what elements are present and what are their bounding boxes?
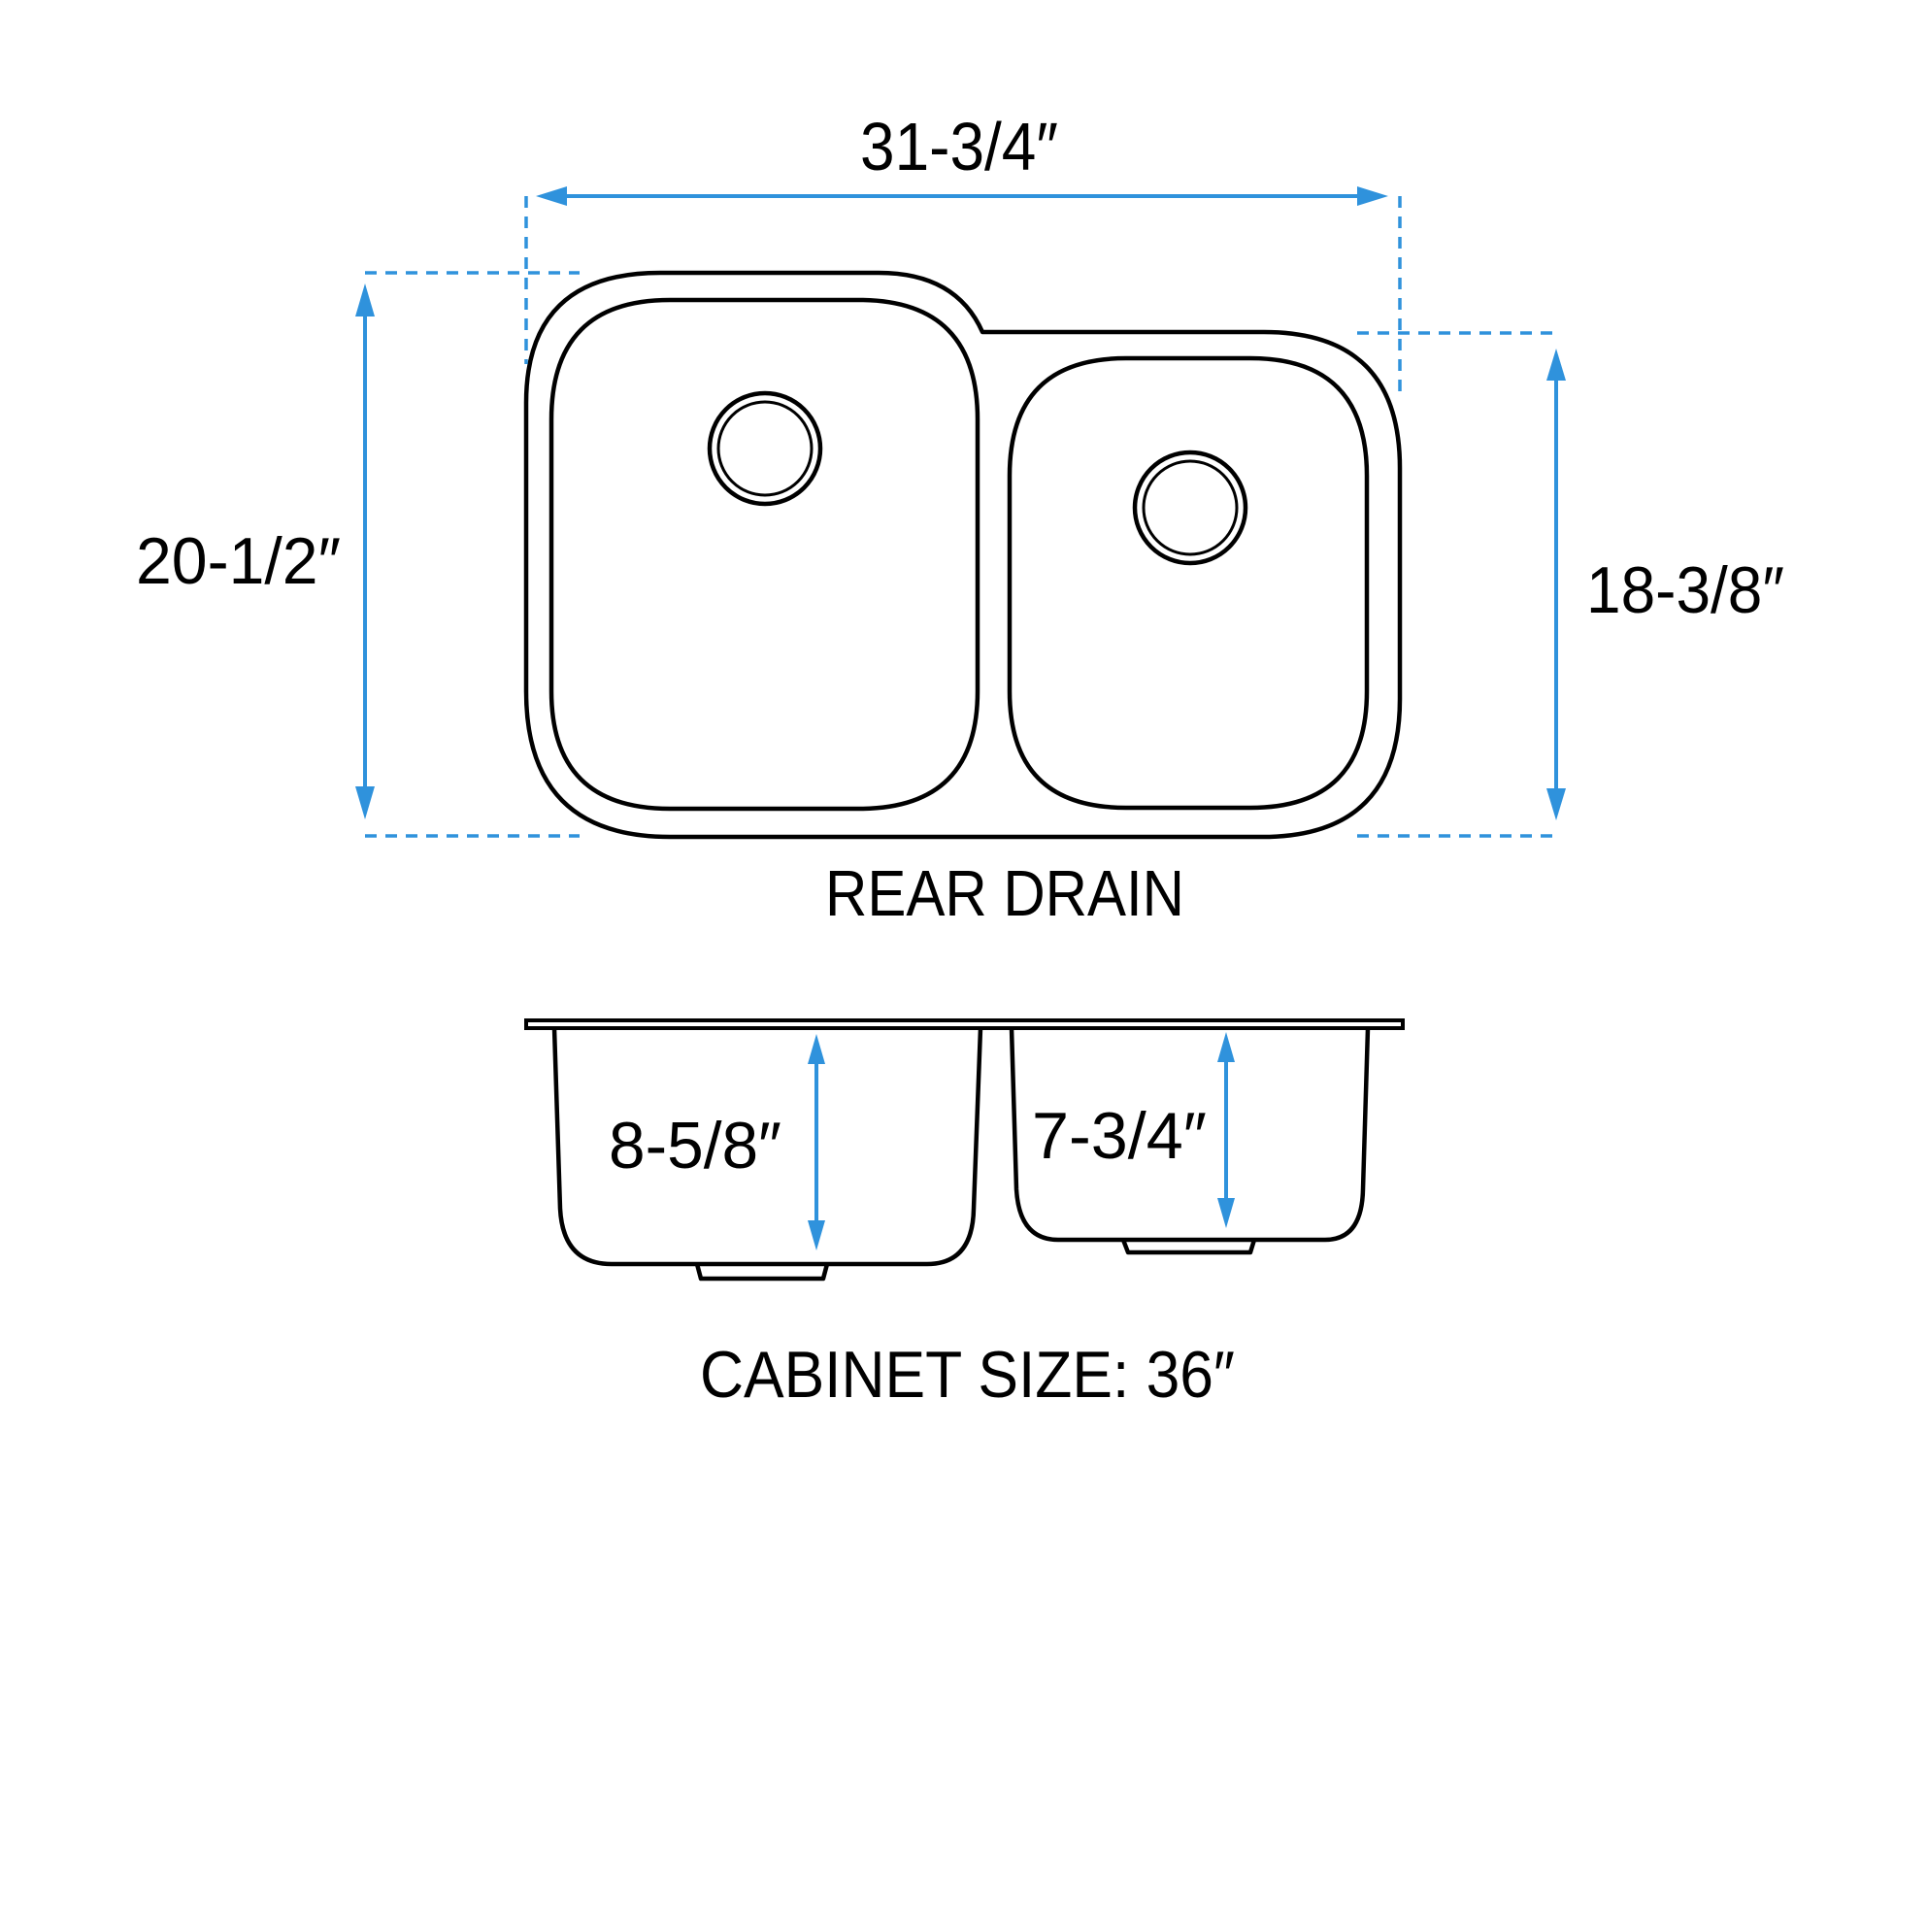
small-bowl-side-depth-label: 7-3/4″ [1032, 1099, 1207, 1173]
small-bowl-profile [1009, 1027, 1371, 1243]
arrow-up-icon [1546, 349, 1566, 381]
large-bowl-profile [551, 1027, 983, 1267]
arrow-right-icon [1357, 186, 1388, 206]
depth-dimension: 20-1/2″ [136, 271, 580, 838]
arrow-down-icon [1546, 788, 1566, 820]
small-bowl-drain-stub [1120, 1239, 1257, 1255]
arrow-up-icon [355, 283, 375, 316]
small-bowl-depth-label: 18-3/8″ [1586, 553, 1784, 627]
width-label: 31-3/4″ [860, 109, 1058, 184]
sink-outer-rim [523, 270, 1403, 840]
sink-flange [524, 1018, 1405, 1030]
large-bowl-depth-label: 8-5/8″ [609, 1109, 781, 1183]
arrow-left-icon [536, 186, 567, 206]
arrow-down-icon [1217, 1198, 1235, 1228]
drain-small-bowl-icon [1132, 450, 1248, 566]
large-bowl-depth-dimension: 8-5/8″ [609, 1034, 825, 1250]
small-bowl-depth-dimension: 18-3/8″ [1357, 331, 1784, 838]
small-bowl-outline [1007, 355, 1370, 811]
top-view: 31-3/4″ 20-1/2″ 18-3/8″ REAR DRAIN [136, 109, 1784, 930]
small-bowl-side-depth-dimension: 7-3/4″ [1032, 1032, 1235, 1228]
depth-label: 20-1/2″ [136, 524, 341, 598]
large-bowl-drain-stub [694, 1263, 830, 1282]
arrow-down-icon [355, 786, 375, 819]
cabinet-size-label: CABINET SIZE: 36″ [700, 1338, 1235, 1412]
arrow-up-icon [1217, 1032, 1235, 1062]
large-bowl-outline [548, 297, 980, 812]
width-dimension: 31-3/4″ [524, 109, 1402, 400]
arrow-up-icon [808, 1034, 825, 1064]
rear-drain-caption: REAR DRAIN [825, 857, 1184, 930]
drain-large-bowl-icon [707, 390, 823, 507]
side-view: 8-5/8″ 7-3/4″ [524, 1018, 1405, 1282]
arrow-down-icon [808, 1220, 825, 1250]
